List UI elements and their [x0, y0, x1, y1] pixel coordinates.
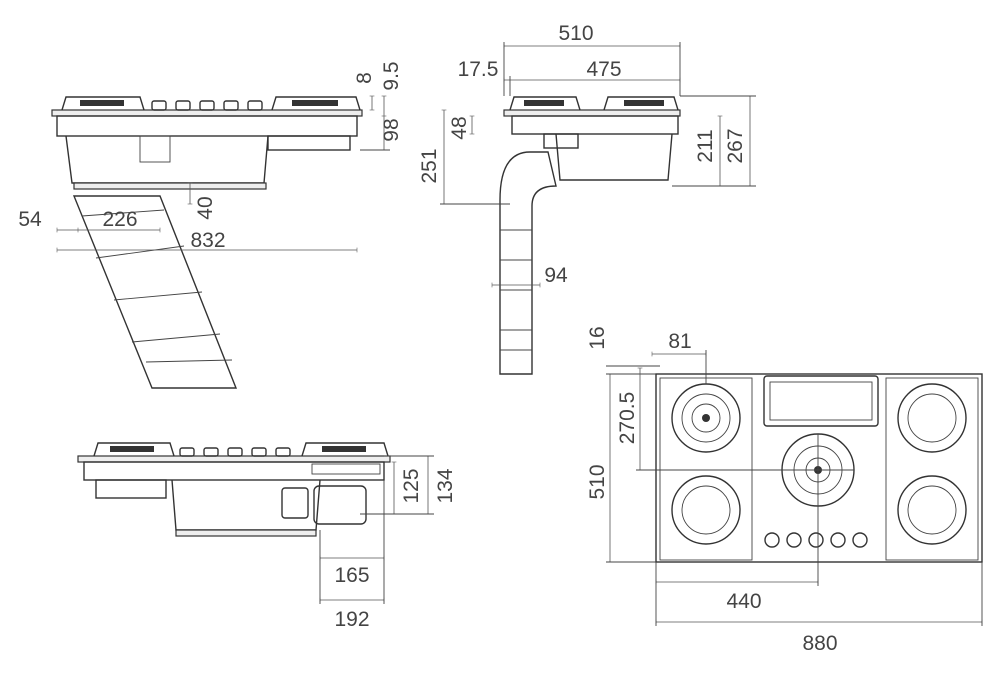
dim-270-5: 270.5	[616, 392, 639, 445]
burner-cap-r2	[624, 100, 664, 106]
front-hood-base	[175, 529, 317, 537]
burner-cap-right	[292, 100, 338, 106]
dim-48: 48	[448, 116, 471, 139]
dim-165: 165	[334, 564, 369, 587]
burner-grate-left	[61, 96, 145, 111]
grate-right	[885, 377, 979, 561]
cooktop-plate	[51, 109, 363, 117]
top-control-knobs	[764, 532, 868, 548]
curved-duct	[499, 151, 557, 375]
dim-125: 125	[400, 468, 423, 503]
burner-grate-r2	[603, 96, 679, 111]
dim-40: 40	[194, 196, 217, 219]
dim-475: 475	[586, 58, 621, 81]
front-under-frame	[83, 461, 385, 481]
dim-16: 16	[586, 326, 609, 349]
dim-211: 211	[694, 129, 717, 162]
angled-duct	[72, 195, 238, 389]
extractor-vent	[763, 375, 879, 427]
dim-267: 267	[724, 128, 747, 163]
front-gas-rail	[95, 479, 167, 499]
burner-bottom-left	[671, 475, 741, 545]
under-frame-right	[511, 115, 679, 135]
dim-lines-front	[319, 455, 434, 604]
dim-lines-top	[606, 350, 983, 626]
dim-81: 81	[668, 330, 691, 353]
dim-lines-side-right	[440, 42, 756, 288]
cooktop-outline	[655, 373, 983, 563]
dim-510-side: 510	[558, 22, 593, 45]
dim-8: 8	[353, 72, 376, 84]
side-view-right: 510 17.5 475 48 251 211 267 94	[418, 22, 756, 375]
dim-54: 54	[18, 208, 42, 231]
front-cap-right	[322, 446, 366, 452]
under-frame	[56, 115, 358, 137]
front-cooktop-plate	[77, 455, 391, 463]
motor-box	[139, 135, 171, 163]
dim-17-5: 17.5	[458, 58, 499, 81]
extractor-vent-inner	[769, 381, 873, 421]
dim-226: 226	[102, 208, 137, 231]
side-view-left: 832 54 226 40 8 9.5 98	[18, 61, 403, 389]
dim-510-top: 510	[586, 464, 609, 499]
burner-cap-r1	[524, 100, 564, 106]
burner-cap-left	[80, 100, 124, 106]
hood-body-right	[555, 133, 673, 181]
front-control-knobs	[179, 447, 291, 457]
front-filter-tray	[313, 485, 367, 525]
front-cap-left	[110, 446, 154, 452]
burner-center	[781, 433, 855, 507]
burner-grate-r1	[509, 96, 581, 111]
front-control-panel	[281, 487, 309, 519]
top-view: 440 880 510 270.5 16 81	[586, 326, 983, 655]
burner-bottom-right	[897, 475, 967, 545]
dim-134: 134	[434, 468, 457, 503]
burner-top-right	[897, 383, 967, 453]
front-burner-right	[301, 442, 389, 457]
burner-top-left	[671, 383, 741, 453]
front-view: 125 134 165 192	[77, 442, 457, 631]
burner-grate-right	[271, 96, 361, 111]
dim-9-5: 9.5	[380, 61, 403, 90]
dim-192: 192	[334, 608, 369, 631]
front-burner-left	[93, 442, 175, 457]
motor-box-right	[543, 133, 579, 149]
gas-rail	[267, 135, 351, 151]
dim-832: 832	[190, 229, 225, 252]
control-knobs-side	[151, 100, 263, 111]
cooktop-plate-right	[503, 109, 681, 117]
dim-880: 880	[802, 632, 837, 655]
dim-440: 440	[726, 590, 761, 613]
dim-98: 98	[380, 118, 403, 141]
duct-outlet-flange	[73, 182, 267, 190]
curved-duct-segments	[500, 229, 532, 351]
dim-94: 94	[544, 264, 568, 287]
dim-lines-side-left	[56, 95, 390, 253]
dim-251: 251	[418, 148, 441, 183]
front-vent-grille	[311, 463, 381, 475]
hood-body	[65, 135, 269, 184]
